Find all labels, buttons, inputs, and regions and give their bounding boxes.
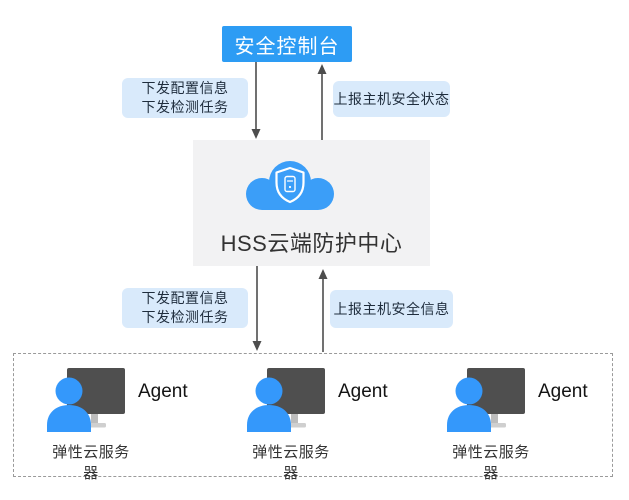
- agent-cluster-3: Agent 弹性云服务器: [445, 368, 615, 483]
- person-monitor-icon: [247, 368, 325, 432]
- security-console-node: 安全控制台: [222, 26, 352, 62]
- arrow-hss-to-agents: [252, 266, 262, 351]
- flow-label-line: 下发检测任务: [141, 99, 229, 115]
- security-console-label: 安全控制台: [234, 35, 340, 58]
- arrow-console-to-hss: [251, 62, 261, 139]
- person-monitor-icon: [47, 368, 125, 432]
- agent-cluster-1: Agent 弹性云服务器: [45, 368, 215, 483]
- arrow-hss-to-console: [317, 64, 327, 140]
- flow-label-report-status: 上报主机安全状态: [333, 81, 450, 117]
- arrow-agents-to-hss: [318, 269, 328, 352]
- flow-label-line: 上报主机安全信息: [333, 300, 450, 317]
- agent-cluster-2: Agent 弹性云服务器: [245, 368, 415, 483]
- cloud-shield-icon: [246, 161, 334, 210]
- server-label: 弹性云服务器: [452, 444, 530, 482]
- agent-label: Agent: [138, 381, 188, 402]
- flow-label-line: 下发检测任务: [141, 309, 229, 325]
- flow-label-line: 下发配置信息: [141, 80, 229, 96]
- server-label: 弹性云服务器: [52, 444, 130, 482]
- flow-label-report-info: 上报主机安全信息: [330, 290, 453, 328]
- agent-label: Agent: [338, 381, 388, 402]
- server-label: 弹性云服务器: [252, 444, 330, 482]
- flow-label-hss-down: 下发配置信息 下发检测任务: [122, 288, 248, 328]
- flow-label-line: 上报主机安全状态: [333, 90, 450, 107]
- person-monitor-icon: [447, 368, 525, 432]
- agent-label: Agent: [538, 381, 588, 402]
- elastic-cloud-server-zone: [13, 353, 613, 477]
- hss-cloud-center-node: HSS云端防护中心: [193, 140, 430, 266]
- flow-label-line: 下发配置信息: [141, 290, 229, 306]
- hss-center-title: HSS云端防护中心: [220, 231, 403, 256]
- flow-label-console-down: 下发配置信息 下发检测任务: [122, 78, 248, 118]
